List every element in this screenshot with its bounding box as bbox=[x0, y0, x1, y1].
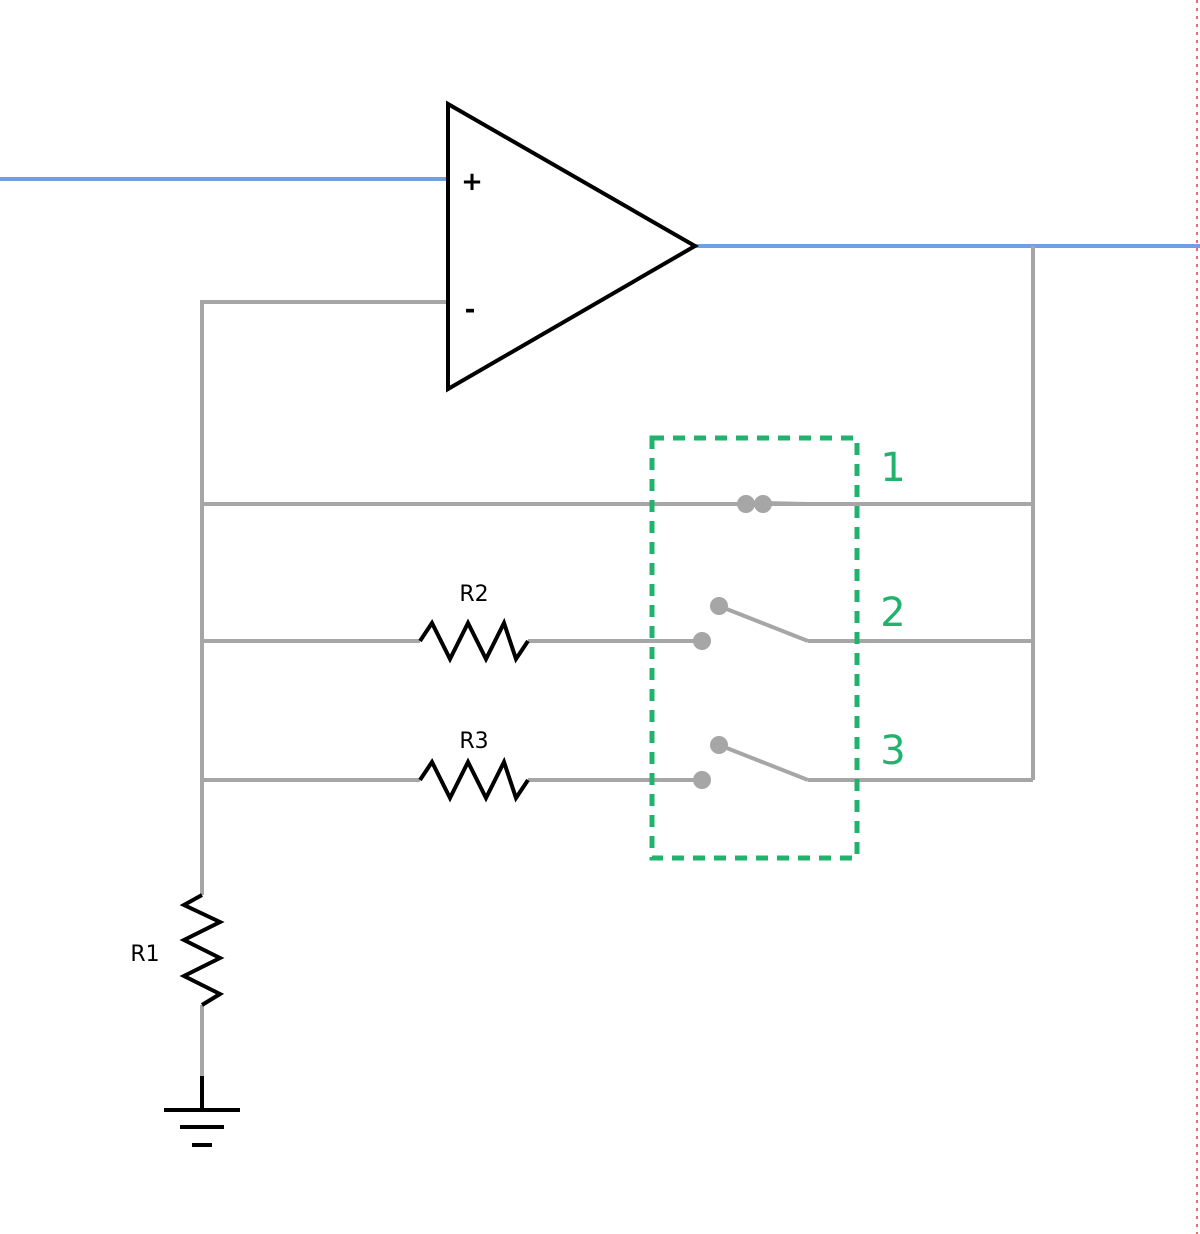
switch-1-contact-a bbox=[737, 495, 755, 513]
op-amp-triangle[interactable] bbox=[446, 100, 700, 393]
resistor-r2[interactable] bbox=[418, 617, 530, 664]
inverting-input-wire bbox=[200, 300, 448, 895]
resistor-r1[interactable] bbox=[179, 893, 225, 1007]
switch-1-blade bbox=[762, 501, 809, 506]
op-amp-minus-label: - bbox=[465, 295, 476, 325]
signal-wires bbox=[0, 177, 1200, 248]
switch-3-blade bbox=[718, 743, 809, 782]
op-amp-plus-label: + bbox=[461, 167, 483, 197]
switch-3[interactable] bbox=[693, 736, 809, 789]
switch-position-2-label: 2 bbox=[880, 590, 905, 636]
switch-2[interactable] bbox=[693, 597, 809, 650]
resistor-r3-label: R3 bbox=[459, 729, 488, 754]
switch-3-contact-fixed bbox=[693, 771, 711, 789]
resistor-r2-label: R2 bbox=[459, 582, 488, 607]
switch-position-3-label: 3 bbox=[880, 728, 905, 774]
circuit-wires bbox=[200, 246, 1035, 1078]
ground-icon bbox=[164, 1076, 240, 1147]
switch-bank-box bbox=[649, 435, 860, 861]
switch-2-blade bbox=[718, 604, 809, 643]
resistor-r1-label: R1 bbox=[130, 942, 159, 967]
resistor-r3[interactable] bbox=[418, 756, 530, 803]
switch-position-1-label: 1 bbox=[880, 445, 905, 491]
switch-1[interactable] bbox=[737, 495, 809, 513]
switch-2-contact-fixed bbox=[693, 632, 711, 650]
